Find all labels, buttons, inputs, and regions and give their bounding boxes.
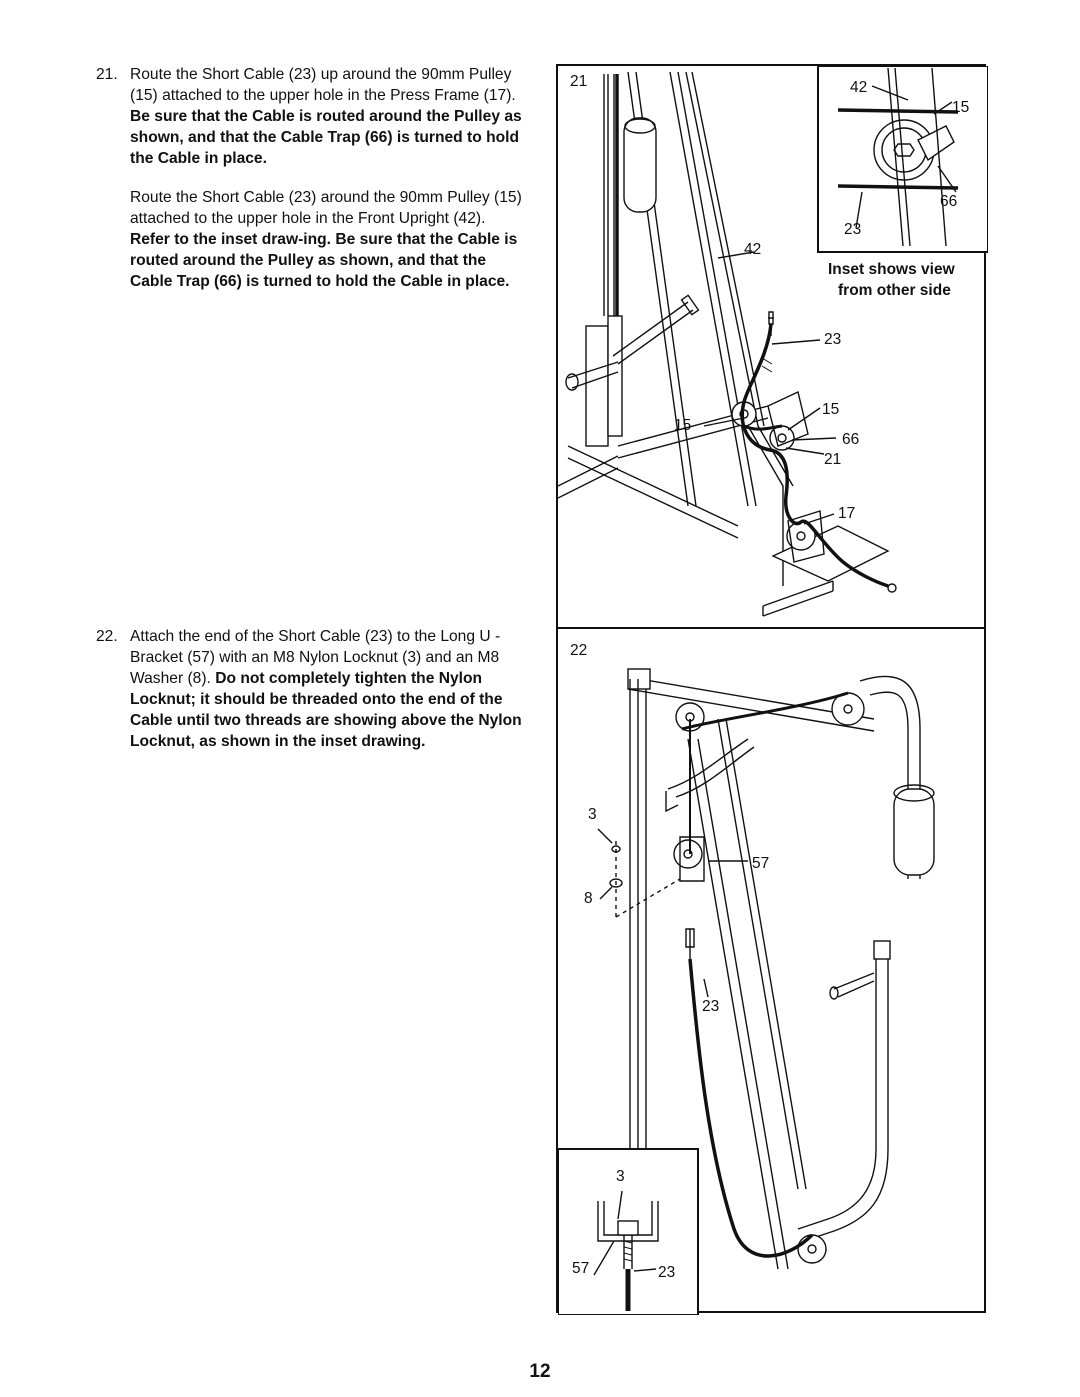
label-short-cable: 23 <box>702 998 720 1015</box>
label-step-ref: 21 <box>824 451 842 468</box>
label-pulley-left: 15 <box>674 417 692 434</box>
label-pulley-right: 15 <box>822 401 840 418</box>
inset-label-upright: 42 <box>850 79 868 96</box>
label-washer: 8 <box>584 890 593 907</box>
inset-label-cable: 23 <box>844 221 862 238</box>
step-number: 22. <box>96 628 118 645</box>
figure-step-label: 22 <box>570 642 588 659</box>
step-body: Attach the end of the Short Cable (23) t… <box>130 626 526 752</box>
step-number: 21. <box>96 66 118 83</box>
paragraph-emphasis: Be sure that the Cable is routed around … <box>130 108 522 167</box>
paragraph-text: Attach the end of the Short Cable (23) t… <box>130 628 501 687</box>
step-paragraph: Attach the end of the Short Cable (23) t… <box>130 626 526 752</box>
inset-label-locknut: 3 <box>616 1168 625 1185</box>
step-21: 21. Route the Short Cable (23) up around… <box>96 64 526 292</box>
step-paragraph: Route the Short Cable (23) up around the… <box>130 64 526 169</box>
paragraph-emphasis: Refer to the inset draw-ing. Be sure tha… <box>130 231 518 290</box>
label-short-cable: 23 <box>824 331 842 348</box>
inset-label-trap: 66 <box>940 193 958 210</box>
inset-caption-line1: Inset shows view <box>828 261 955 278</box>
figure-step-21: 21 42 23 15 15 66 21 17 42 15 66 23 Inse… <box>556 64 988 629</box>
figure-22-drawing <box>558 668 935 1315</box>
paragraph-emphasis: Do not completely tighten the Nylon Lock… <box>130 670 522 750</box>
label-cable-trap: 66 <box>842 431 860 448</box>
paragraph-text: Route the Short Cable (23) around the 90… <box>130 189 522 227</box>
label-front-upright: 42 <box>744 241 762 258</box>
step-22: 22. Attach the end of the Short Cable (2… <box>96 626 526 752</box>
figure-step-label: 21 <box>570 73 588 90</box>
figure-21-drawing <box>558 66 988 617</box>
step-body: Route the Short Cable (23) up around the… <box>130 64 526 292</box>
label-u-bracket: 57 <box>752 855 770 872</box>
inset-label-pulley: 15 <box>952 99 970 116</box>
page-number: 12 <box>529 1361 551 1382</box>
label-locknut: 3 <box>588 806 597 823</box>
inset-label-bracket: 57 <box>572 1260 590 1277</box>
inset-label-cable: 23 <box>658 1264 676 1281</box>
paragraph-text: Route the Short Cable (23) up around the… <box>130 66 516 104</box>
figure-step-22: 22 3 8 57 23 3 57 23 <box>556 627 986 1315</box>
inset-caption-line2: from other side <box>838 282 951 299</box>
label-press-frame: 17 <box>838 505 856 522</box>
step-paragraph: Route the Short Cable (23) around the 90… <box>130 187 526 292</box>
